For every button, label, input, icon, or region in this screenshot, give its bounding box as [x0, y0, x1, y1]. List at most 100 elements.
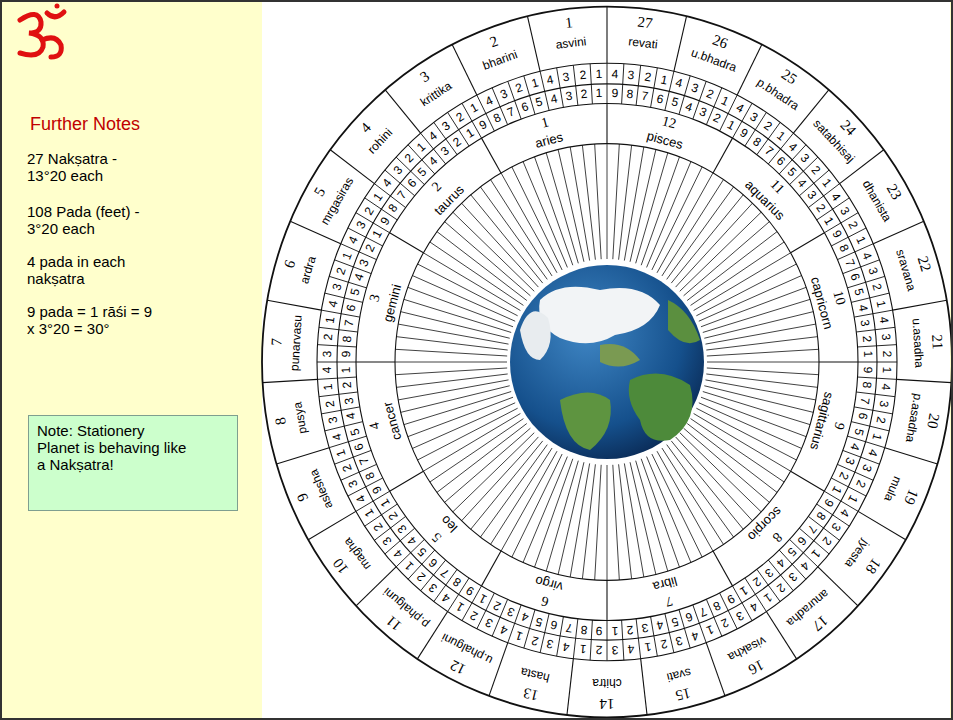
navamsa-number: 4	[848, 441, 861, 451]
pada-spoke	[408, 397, 513, 436]
nakshatra-name: krittika	[418, 79, 454, 108]
pada-number: 3	[498, 87, 509, 101]
pada-number: 3	[546, 638, 555, 651]
pada-spoke	[546, 461, 578, 572]
pada-spoke	[676, 437, 753, 521]
nakshatra-name: chitra	[592, 677, 621, 689]
pada-spoke	[680, 212, 761, 291]
nakshatra-number: 7	[269, 338, 284, 346]
rasi-number: 12	[661, 115, 678, 132]
navamsa-number: 5	[348, 427, 361, 437]
navamsa-number: 7	[505, 105, 516, 119]
pada-number: 1	[643, 641, 651, 654]
pada-spoke	[423, 414, 520, 472]
pada-spoke	[619, 464, 632, 579]
navamsa-number: 9	[477, 119, 489, 133]
navamsa-number: 2	[861, 335, 874, 343]
pada-spoke	[667, 187, 734, 280]
pada-spoke	[398, 324, 508, 344]
navamsa-number: 4	[795, 177, 808, 190]
pada-spoke	[701, 397, 806, 436]
pada-number: 1	[595, 68, 602, 80]
nakshatra-number: 11	[384, 613, 405, 634]
navamsa-number: 2	[386, 510, 400, 522]
pada-number: 1	[847, 493, 861, 505]
pada-number: 2	[530, 634, 540, 647]
pada-number: 4	[830, 190, 844, 202]
nakshatra-divider	[290, 221, 341, 243]
navamsa-number: 3	[641, 622, 649, 635]
nakshatra-divider	[267, 300, 321, 310]
pada-number: 2	[854, 478, 868, 489]
navamsa-number: 3	[342, 397, 355, 405]
pada-number: 4	[381, 177, 395, 190]
pada-number: 4	[391, 547, 404, 560]
navamsa-number: 8	[580, 624, 588, 637]
pada-spoke	[471, 195, 543, 283]
rasi-divider	[606, 580, 607, 620]
pada-spoke	[595, 144, 602, 259]
ring-circle	[317, 63, 897, 660]
pada-number: 2	[468, 609, 480, 623]
nakshatra-name: revati	[628, 35, 659, 50]
pada-number: 3	[440, 119, 452, 133]
rasi-name: aries	[534, 130, 565, 150]
navamsa-number: 6	[848, 272, 861, 282]
navamsa-number: 8	[491, 111, 502, 125]
nakshatra-name: asvini	[555, 35, 587, 50]
navamsa-number: 9	[611, 87, 618, 99]
slide-title: Further Notes	[30, 114, 140, 134]
pada-number: 4	[734, 101, 746, 115]
pada-number: 2	[579, 68, 587, 81]
navamsa-number: 9	[370, 484, 384, 496]
pada-number: 1	[514, 629, 524, 642]
pada-spoke	[641, 459, 679, 567]
pada-number: 1	[324, 316, 337, 324]
navamsa-number: 7	[641, 90, 649, 103]
pada-number: 3	[798, 151, 811, 164]
note-box: Note: Stationery Planet is behaving like…	[28, 415, 238, 511]
navamsa-number: 9	[830, 229, 844, 241]
pada-number: 2	[871, 283, 884, 293]
navamsa-number: 3	[395, 522, 409, 535]
pada-spoke	[662, 448, 724, 544]
pada-divider	[622, 620, 624, 660]
navamsa-number: 1	[738, 584, 750, 598]
navamsa-number: 9	[378, 215, 392, 227]
earth-land	[560, 393, 611, 451]
navamsa-number: 1	[725, 119, 737, 133]
navamsa-number: 8	[341, 335, 354, 343]
pada-number: 4	[427, 129, 440, 143]
nakshatra-name: u.asadha	[911, 318, 926, 368]
nakshatra-name: p.asadha	[904, 392, 924, 443]
navamsa-number: 6	[427, 556, 440, 569]
navamsa-number: 1	[830, 484, 844, 496]
navamsa-number: 2	[491, 599, 502, 613]
pada-number: 2	[881, 350, 893, 357]
pada-divider	[636, 65, 641, 105]
pada-number: 1	[530, 77, 540, 90]
nakshatra-name: mrgasiras	[318, 175, 355, 227]
rasi-divider	[482, 551, 502, 586]
pada-spoke	[667, 445, 734, 538]
nakshatra-name: hasta	[519, 665, 550, 683]
pada-number: 1	[322, 383, 335, 391]
nakshatra-number: 27	[637, 15, 654, 32]
rasi-number: 3	[368, 293, 383, 303]
pada-divider	[319, 327, 358, 332]
pada-number: 1	[659, 73, 668, 86]
nakshatra-number: 12	[448, 657, 468, 677]
pada-spoke	[630, 462, 656, 574]
nakshatra-name: sravana	[894, 248, 918, 292]
nakshatra-divider	[606, 7, 607, 64]
pada-spoke	[687, 424, 777, 493]
navamsa-number: 8	[626, 88, 634, 101]
rasi-name: pisces	[645, 129, 684, 151]
pada-spoke	[706, 374, 817, 387]
pada-spoke	[395, 368, 507, 375]
pada-number: 3	[628, 68, 636, 81]
pada-divider	[636, 619, 641, 659]
pada-spoke	[430, 242, 524, 305]
rasi-divider	[791, 471, 825, 491]
navamsa-number: 7	[342, 319, 355, 327]
